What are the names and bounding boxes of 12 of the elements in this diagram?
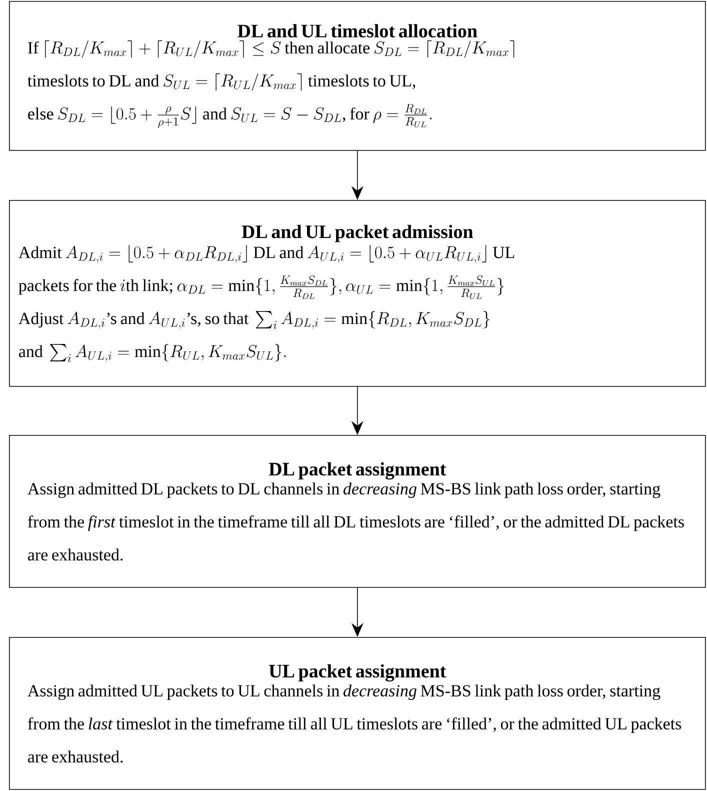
process-box — [9, 200, 706, 387]
heading: DL packet assignment — [268, 462, 446, 480]
body-text: $\text{If } \lceil R_{DL}/K_{max}\rceil + \lceil R_{UL}/K_{max}\rceil \leq S \text{ then allocate } S_{DL} = \lceil R_{DL}/K_{max}\rceil \break \text{timeslots to DL and } S_{UL} = \lceil R_{UL}/K_{max}\rceil \text{ timeslots to UL,} \break \text{else } S_{DL} = \lfloor 0.5 + \tfrac{\rho}{\rho+1}S\rfloor \text{ and } S_{UL} = S - S_{DL}\text{, for } \rho = \tfrac{R_{DL}}{R_{UL}}.$ — [28, 40, 514, 128]
process-box — [9, 0, 706, 151]
heading: UL packet assignment — [269, 664, 446, 682]
body-text: Assign admitted DL packets to DL channels in decreasing MS-BS link path loss order, starting from the first timeslot in the timeframe till all DL timeslots are ‘filled’, or the admitted DL packets are exhausted. — [28, 482, 684, 561]
process-box — [9, 637, 706, 790]
heading: DL and UL timeslot allocation — [238, 24, 478, 38]
body-text: $\text{Admit } A_{DL,i} = \lfloor 0.5 + \alpha_{DL}R_{DL,i}\rfloor \text{ DL and } A_{UL,i} = \lfloor 0.5 + \alpha_{UL}R_{UL,i}\rfloor \text{ UL} \break \text{packets for the } i\text{th link; } \alpha_{DL} = \min\{1, \tfrac{K_{max}S_{DL}}{R_{DL}}\},\alpha_{UL} = \min\{1, \tfrac{K_{max}S_{UL}}{R_{UL}}\} \break \text{Adjust } A_{DL,i}\text{’s and } A_{UL,i}\text{’s, so that } \sum_i A_{DL,i} = \min\{R_{DL}, K_{max}S_{DL}\} \break \text{and } \sum_i A_{UL,i} = \min\{R_{UL}, K_{max}S_{UL}\}.$ — [18, 245, 514, 362]
body-text: Assign admitted UL packets to UL channels in decreasing MS-BS link path loss order, starting from the last timeslot in the timeframe till all UL timeslots are ‘filled’, or the admitted UL packets are exhausted. — [28, 684, 682, 763]
heading: DL and UL packet admission — [242, 224, 474, 242]
process-box — [9, 435, 706, 588]
